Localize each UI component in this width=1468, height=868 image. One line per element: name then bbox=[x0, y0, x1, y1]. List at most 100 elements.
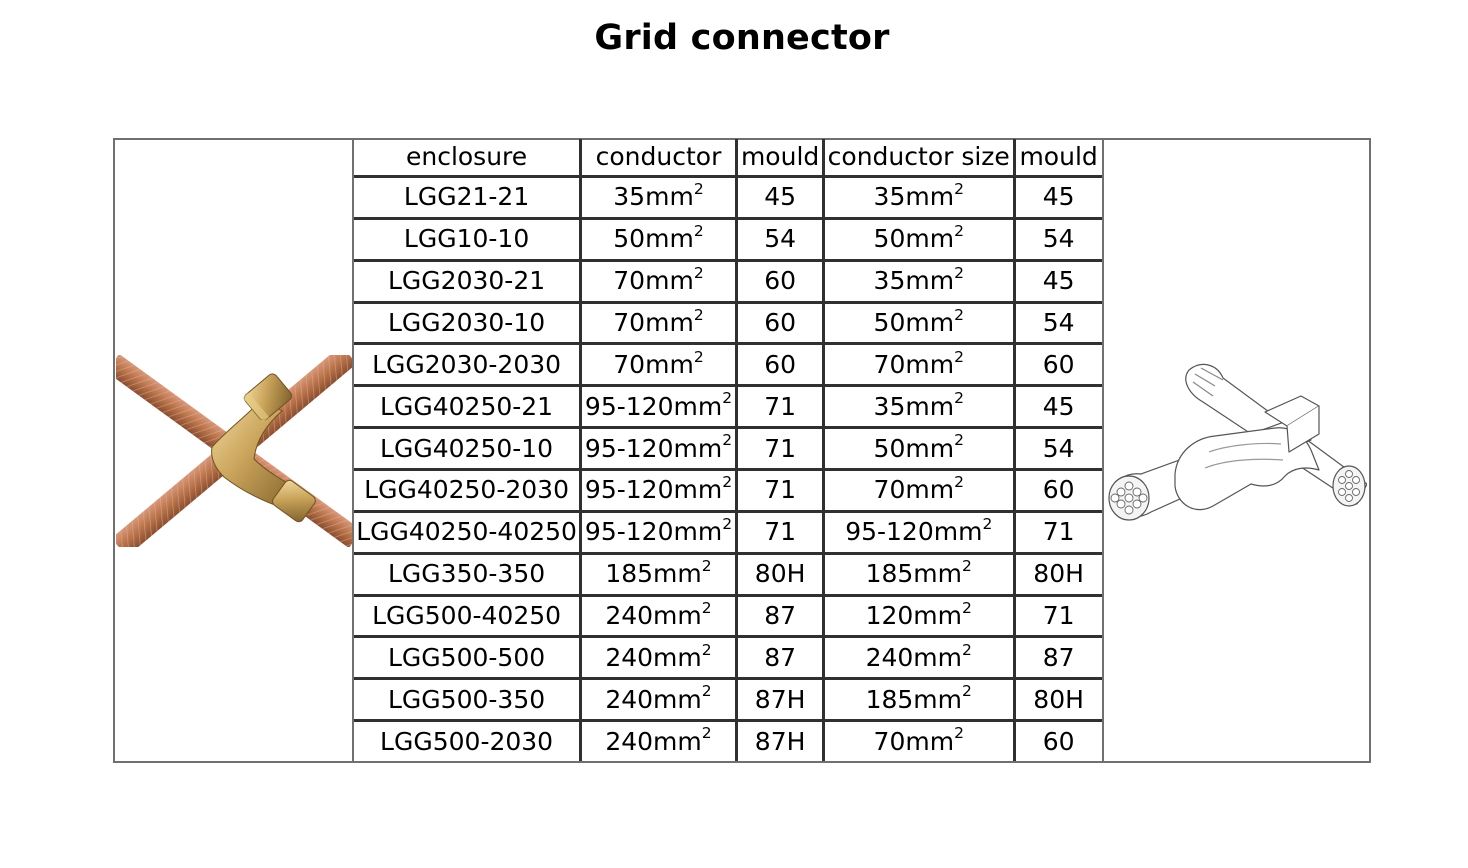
cell-mould: 45 bbox=[735, 175, 825, 220]
cell-enclosure: LGG500-40250 bbox=[354, 593, 582, 639]
cell-conductor-exponent: 2 bbox=[722, 514, 733, 533]
cell-mould: 54 bbox=[735, 216, 825, 262]
cell-mould: 87 bbox=[735, 635, 825, 681]
cell-conductor: 70mm2 bbox=[578, 342, 739, 388]
connector-drawing bbox=[1101, 140, 1369, 761]
cell-mould: 80H bbox=[735, 551, 825, 597]
cell-conductor-size: 120mm2 bbox=[821, 593, 1016, 639]
cell-conductor-size-value: 185mm bbox=[865, 684, 963, 714]
cell-mould: 71 bbox=[735, 468, 825, 513]
cell-mould-2: 87 bbox=[1012, 635, 1102, 681]
cell-conductor-size: 185mm2 bbox=[821, 551, 1016, 597]
cell-conductor: 95-120mm2 bbox=[578, 384, 739, 430]
cell-mould-2: 45 bbox=[1012, 384, 1102, 430]
cell-conductor-value: 50mm bbox=[613, 224, 694, 254]
cell-conductor-size-exponent: 2 bbox=[954, 263, 964, 282]
cell-enclosure: LGG10-10 bbox=[354, 216, 582, 262]
cell-conductor: 50mm2 bbox=[578, 216, 739, 262]
cell-conductor-exponent: 2 bbox=[701, 640, 712, 659]
cell-conductor-size: 50mm2 bbox=[821, 216, 1016, 262]
cell-conductor: 70mm2 bbox=[578, 300, 739, 346]
cell-conductor: 240mm2 bbox=[578, 635, 739, 681]
cell-conductor-size-exponent: 2 bbox=[962, 556, 972, 575]
cell-conductor-size-value: 185mm bbox=[865, 559, 963, 589]
cell-conductor-size-exponent: 2 bbox=[954, 221, 964, 240]
cell-conductor-size: 70mm2 bbox=[821, 468, 1016, 513]
cell-conductor: 95-120mm2 bbox=[578, 509, 739, 555]
cell-mould: 60 bbox=[735, 342, 825, 388]
cell-conductor-value: 95-120mm bbox=[584, 517, 723, 547]
cell-mould: 87H bbox=[735, 719, 825, 761]
cell-conductor-value: 240mm bbox=[605, 601, 702, 631]
cell-conductor-value: 95-120mm bbox=[584, 391, 723, 421]
cell-mould-2: 60 bbox=[1012, 468, 1102, 513]
table-header-row: enclosure conductor mould conductor size… bbox=[354, 139, 1102, 178]
cell-conductor-exponent: 2 bbox=[722, 473, 733, 492]
cell-conductor-exponent: 2 bbox=[693, 180, 704, 199]
cell-mould-2: 71 bbox=[1012, 593, 1102, 639]
cell-conductor-size: 185mm2 bbox=[821, 677, 1016, 723]
cable-connector-photo bbox=[115, 140, 355, 761]
cell-conductor-value: 240mm bbox=[605, 726, 702, 756]
cell-conductor-value: 70mm bbox=[613, 308, 694, 337]
cell-mould-2: 80H bbox=[1012, 677, 1102, 723]
cell-conductor-exponent: 2 bbox=[693, 305, 704, 324]
cell-conductor: 70mm2 bbox=[578, 258, 739, 304]
cell-conductor-value: 240mm bbox=[605, 642, 702, 672]
cell-enclosure: LGG40250-40250 bbox=[354, 509, 582, 555]
cell-conductor-size-value: 70mm bbox=[873, 475, 955, 505]
cell-conductor-size: 50mm2 bbox=[821, 300, 1016, 346]
product-spec-table: enclosure conductor mould conductor size… bbox=[354, 139, 1102, 761]
cell-mould: 60 bbox=[735, 258, 825, 304]
cell-conductor-exponent: 2 bbox=[693, 263, 704, 282]
cell-conductor-size-exponent: 2 bbox=[962, 640, 972, 659]
cell-enclosure: LGG500-350 bbox=[354, 677, 582, 723]
cell-conductor-size-exponent: 2 bbox=[982, 514, 993, 533]
cell-enclosure: LGG350-350 bbox=[354, 551, 582, 597]
cell-conductor-size-exponent: 2 bbox=[962, 598, 972, 617]
cell-conductor-size-value: 50mm bbox=[873, 224, 955, 254]
cell-conductor-size: 240mm2 bbox=[821, 635, 1016, 681]
cell-conductor-size: 50mm2 bbox=[821, 426, 1016, 472]
cell-mould-2: 71 bbox=[1012, 509, 1102, 555]
cell-conductor-size-exponent: 2 bbox=[954, 473, 964, 492]
cell-conductor-value: 70mm bbox=[613, 349, 694, 379]
cell-mould-2: 60 bbox=[1012, 719, 1102, 761]
cell-conductor: 35mm2 bbox=[578, 175, 739, 220]
cell-conductor-size: 95-120mm2 bbox=[821, 509, 1016, 555]
cell-conductor-size-value: 50mm bbox=[873, 308, 955, 337]
cell-enclosure: LGG40250-21 bbox=[354, 384, 582, 430]
cell-conductor-value: 185mm bbox=[605, 559, 702, 589]
cell-enclosure: LGG500-2030 bbox=[354, 719, 582, 761]
cell-conductor-size-exponent: 2 bbox=[954, 305, 964, 324]
cell-conductor-value: 35mm bbox=[613, 182, 694, 212]
cell-mould: 60 bbox=[735, 300, 825, 346]
cell-conductor: 240mm2 bbox=[578, 677, 739, 723]
cell-conductor-size: 35mm2 bbox=[821, 384, 1016, 430]
cell-conductor-size-value: 70mm bbox=[873, 349, 955, 379]
grid-connector-drawing-image bbox=[1105, 355, 1368, 546]
cell-conductor-exponent: 2 bbox=[701, 556, 712, 575]
cell-enclosure: LGG2030-21 bbox=[354, 258, 582, 304]
cell-conductor-size-exponent: 2 bbox=[954, 347, 964, 366]
cell-conductor-size-value: 50mm bbox=[873, 433, 955, 463]
column-header-mould: mould bbox=[735, 139, 825, 178]
cell-conductor-size-exponent: 2 bbox=[954, 431, 964, 450]
cell-conductor-size-value: 35mm bbox=[873, 266, 955, 296]
cell-conductor: 95-120mm2 bbox=[578, 426, 739, 472]
cell-conductor-size: 35mm2 bbox=[821, 258, 1016, 304]
cell-enclosure: LGG500-500 bbox=[354, 635, 582, 681]
product-table-frame: enclosure conductor mould conductor size… bbox=[113, 138, 1371, 763]
cell-mould-2: 54 bbox=[1012, 300, 1102, 346]
cell-enclosure: LGG40250-2030 bbox=[354, 468, 582, 513]
cell-conductor: 240mm2 bbox=[578, 593, 739, 639]
cell-conductor: 95-120mm2 bbox=[578, 468, 739, 513]
